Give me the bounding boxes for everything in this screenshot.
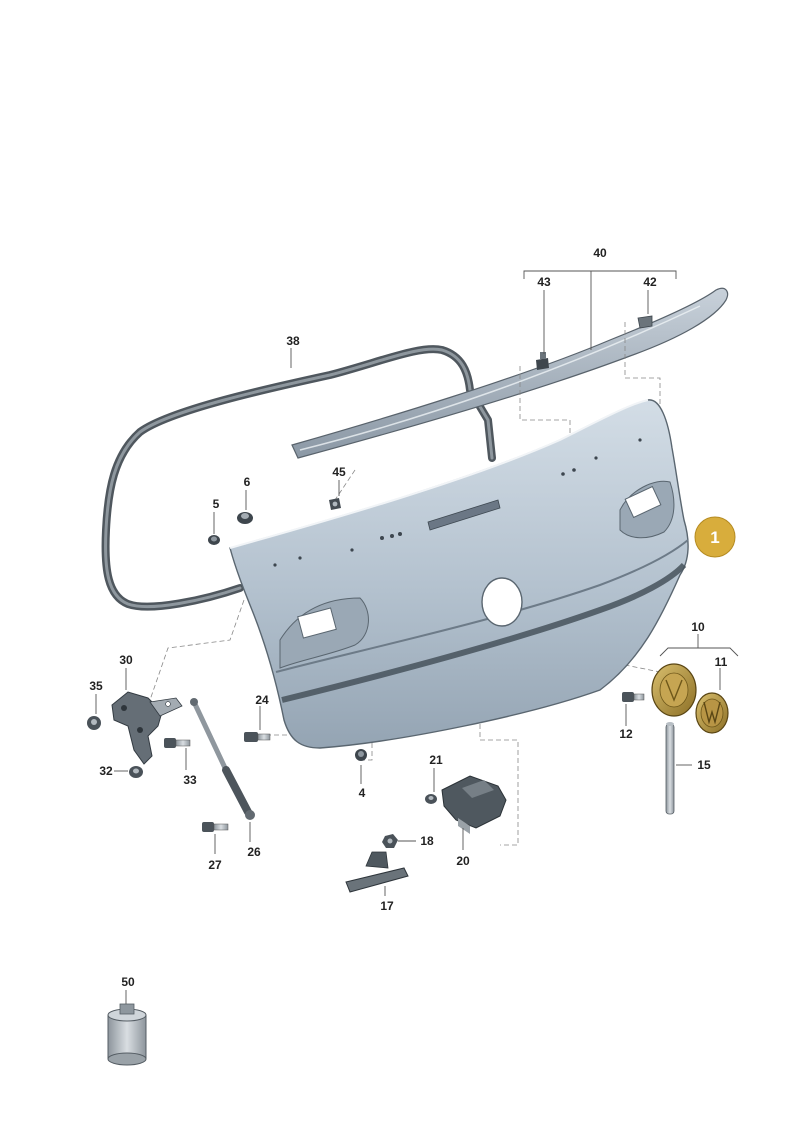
nut-18 bbox=[382, 834, 398, 848]
nut-32 bbox=[129, 766, 143, 778]
callout-5: 5 bbox=[213, 497, 220, 511]
striker-17 bbox=[345, 851, 409, 893]
lock-20 bbox=[441, 775, 507, 834]
hinge-30 bbox=[111, 691, 183, 765]
callout-42: 42 bbox=[643, 275, 657, 289]
callout-11: 11 bbox=[715, 655, 728, 669]
callout-30: 30 bbox=[119, 653, 133, 667]
bolt-27 bbox=[202, 822, 229, 832]
nut-35 bbox=[87, 716, 101, 730]
callout-35: 35 bbox=[89, 679, 103, 693]
callout-1: 1 bbox=[710, 528, 719, 547]
grommet-5 bbox=[208, 535, 220, 545]
callout-badge-1: 1 bbox=[694, 516, 736, 558]
callout-4: 4 bbox=[359, 786, 366, 800]
paint-tin-50 bbox=[107, 1003, 147, 1066]
gas-strut-26 bbox=[190, 698, 255, 820]
rod-15 bbox=[665, 722, 675, 815]
bolt-33 bbox=[164, 738, 191, 748]
emblem-housing-10 bbox=[651, 663, 697, 717]
leader-lines bbox=[95, 270, 739, 1004]
callout-12: 12 bbox=[619, 727, 633, 741]
grommet-4 bbox=[355, 749, 367, 761]
rear-spoiler bbox=[291, 287, 729, 459]
callout-27: 27 bbox=[208, 858, 222, 872]
callout-15: 15 bbox=[697, 758, 711, 772]
callout-21: 21 bbox=[429, 753, 443, 767]
callout-24: 24 bbox=[255, 693, 269, 707]
callout-10: 10 bbox=[691, 620, 705, 634]
clip-45 bbox=[329, 498, 341, 510]
callout-17: 17 bbox=[380, 899, 394, 913]
callout-32: 32 bbox=[99, 764, 113, 778]
tailgate-panel bbox=[229, 399, 689, 749]
callout-18: 18 bbox=[420, 834, 434, 848]
emblem-11 bbox=[695, 692, 729, 734]
tailgate-seal bbox=[101, 345, 496, 611]
bolt-24 bbox=[244, 732, 271, 742]
clip-42 bbox=[637, 315, 653, 329]
callout-43: 43 bbox=[537, 275, 551, 289]
callout-26: 26 bbox=[247, 845, 261, 859]
callout-38: 38 bbox=[286, 334, 300, 348]
callout-33: 33 bbox=[183, 773, 197, 787]
clip-43 bbox=[536, 352, 549, 370]
bolt-12 bbox=[622, 692, 645, 702]
callout-20: 20 bbox=[456, 854, 470, 868]
callout-50: 50 bbox=[121, 975, 135, 989]
callout-40: 40 bbox=[593, 246, 607, 260]
callout-6: 6 bbox=[244, 475, 251, 489]
nut-21 bbox=[425, 794, 437, 804]
nut-6 bbox=[237, 512, 253, 524]
callout-45: 45 bbox=[332, 465, 346, 479]
